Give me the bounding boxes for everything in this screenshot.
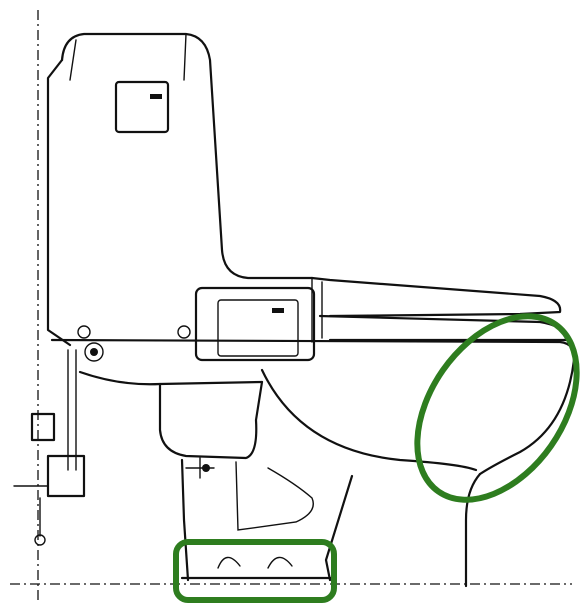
tank-front-edge xyxy=(46,58,72,347)
valve-pipe xyxy=(13,485,49,537)
seat-lid xyxy=(310,276,562,318)
trapway xyxy=(235,461,314,531)
trap-outline xyxy=(158,380,264,460)
tank-outline xyxy=(60,32,314,280)
fixing-bolt-left xyxy=(77,325,91,339)
bowl-front-skirt xyxy=(464,472,482,588)
tank-lid-line xyxy=(69,33,187,81)
supply-fitting xyxy=(84,342,104,362)
valve-handle xyxy=(34,534,46,546)
tank-label-mark xyxy=(150,94,162,99)
shutoff-valve xyxy=(30,412,56,442)
control-indicator xyxy=(272,308,284,313)
control-box-face xyxy=(217,299,299,357)
supply-hose xyxy=(67,349,77,471)
fixing-bolt-right xyxy=(177,325,191,339)
mounting-bolt xyxy=(202,464,210,472)
pedestal-front xyxy=(324,474,354,582)
foot-arch-right xyxy=(267,556,293,569)
seat-ring xyxy=(318,314,568,342)
supply-fitting-center xyxy=(90,348,98,356)
valve-body xyxy=(46,454,86,498)
bowl-underside xyxy=(78,370,264,386)
tank-label-panel xyxy=(114,80,170,134)
control-box xyxy=(194,286,316,362)
foot-arch-left xyxy=(217,556,241,569)
pedestal xyxy=(158,380,354,582)
seat-assembly xyxy=(310,276,568,343)
bowl-inner-curve xyxy=(260,368,478,472)
control-unit xyxy=(194,286,316,362)
bowl xyxy=(50,338,576,588)
bowl-rim xyxy=(50,338,576,476)
tank xyxy=(46,32,314,347)
bowl-rear-highlight xyxy=(414,313,580,503)
pedestal-rear xyxy=(180,458,190,582)
base-foot-highlight xyxy=(173,539,337,603)
water-supply xyxy=(13,325,191,546)
